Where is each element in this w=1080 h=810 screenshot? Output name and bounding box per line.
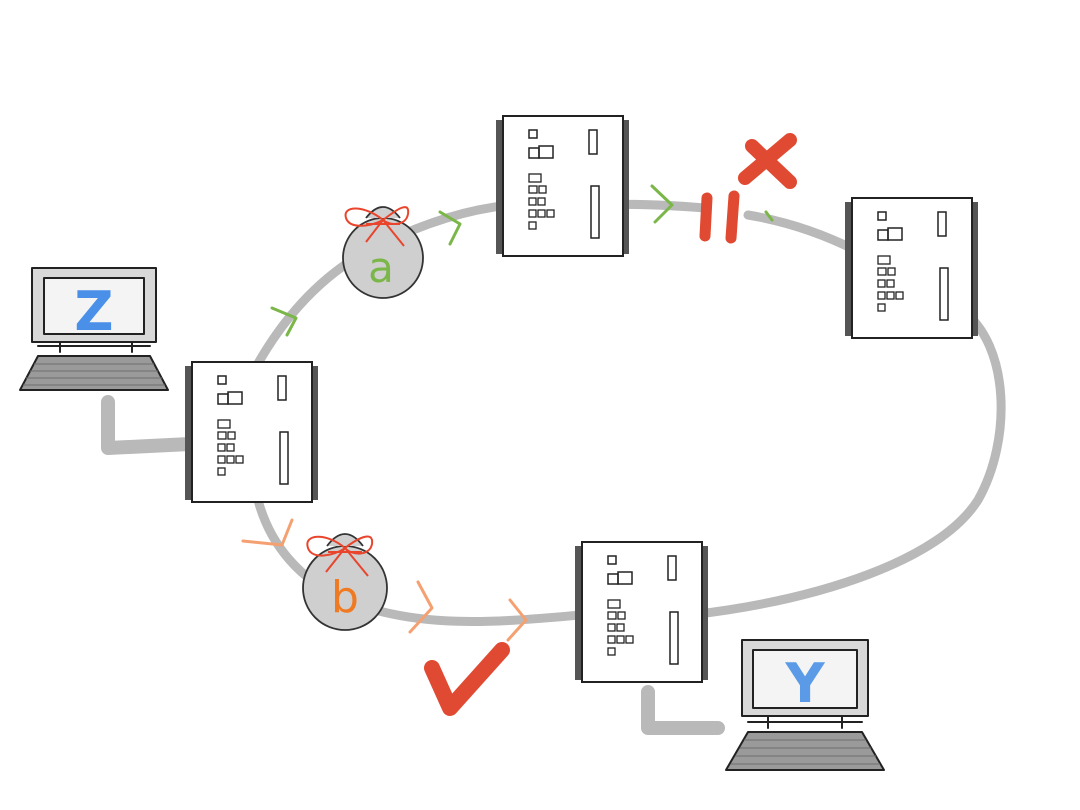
laptop-z-screen — [43, 277, 145, 335]
laptop-y-keys — [731, 739, 880, 765]
arrow-green-3 — [650, 184, 674, 224]
check-icon — [424, 642, 510, 716]
packet-b: b — [302, 533, 388, 631]
arrow-orange-3 — [506, 598, 528, 642]
laptop-z-hinge — [37, 341, 151, 353]
router-right — [844, 197, 979, 339]
router-top — [495, 115, 630, 257]
packet-b-ribbon — [306, 535, 374, 577]
break-bar-right — [725, 190, 740, 244]
router-left — [184, 361, 319, 503]
link-break-mark — [699, 190, 740, 244]
laptop-y-screen — [752, 649, 858, 709]
packet-a: a — [342, 206, 424, 299]
cross-icon — [738, 133, 797, 189]
packet-b-letter: b — [331, 572, 359, 623]
link-laptop-z-to-router — [101, 395, 197, 455]
arrow-green-1 — [270, 306, 298, 337]
packet-b-neck — [326, 533, 364, 547]
packet-a-ribbon — [344, 206, 410, 247]
break-bar-left — [699, 192, 713, 242]
link-right-router-to-bottom-router — [685, 305, 1006, 620]
arrow-orange-2 — [408, 580, 434, 634]
laptop-z-keys — [23, 363, 165, 386]
laptop-y-keyboard — [725, 731, 885, 771]
arrow-orange-1 — [241, 518, 294, 547]
laptop-y-hinge — [747, 715, 863, 729]
arrow-green-4 — [764, 210, 774, 222]
laptop-y-letter: Y — [784, 652, 825, 715]
link-router-to-laptop-y — [641, 685, 725, 735]
packet-a-neck — [365, 206, 401, 219]
router-bottom — [574, 541, 709, 683]
flow-arrows — [241, 184, 774, 642]
packet-a-letter: a — [368, 243, 394, 292]
link-break-to-right-router — [743, 210, 860, 255]
laptop-z: Z — [19, 267, 169, 391]
laptop-y: Y — [725, 639, 885, 771]
laptop-z-letter: Z — [74, 280, 113, 343]
arrow-green-2 — [438, 210, 462, 246]
